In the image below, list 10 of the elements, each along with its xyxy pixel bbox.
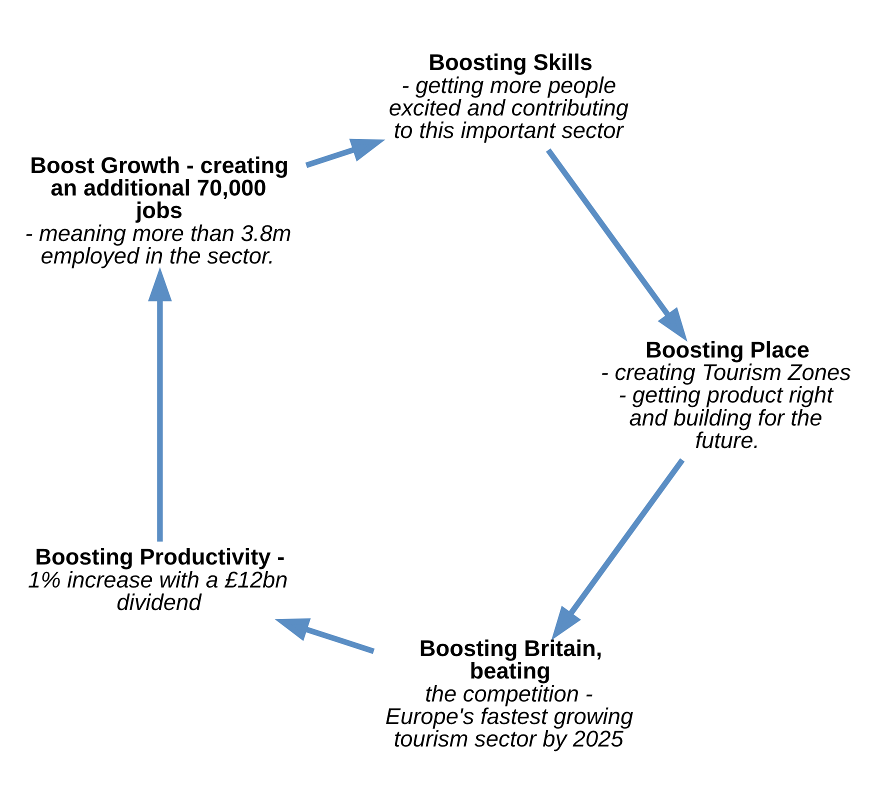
arrow (551, 458, 685, 640)
node-text: Boosting Britain, beating the competition - Europe's fastest growing tourism sector by 2025 (385, 634, 634, 752)
arrow (148, 266, 172, 542)
arrow (305, 138, 386, 168)
node-text: Boost Growth - creating an additional 70,000 jobs - meaning more than 3.8m employed in the sector. (25, 151, 292, 268)
arrow (274, 618, 375, 654)
node-text: Boosting Productivity - 1% increase with a £12bn dividend (28, 543, 288, 614)
node-text: Boosting Place - creating Tourism Zones - getting product right and building for the future. (600, 336, 851, 453)
node-text: Boosting Skills - getting more people excited and contributing to this important sector (388, 48, 629, 143)
arrow (546, 148, 688, 342)
